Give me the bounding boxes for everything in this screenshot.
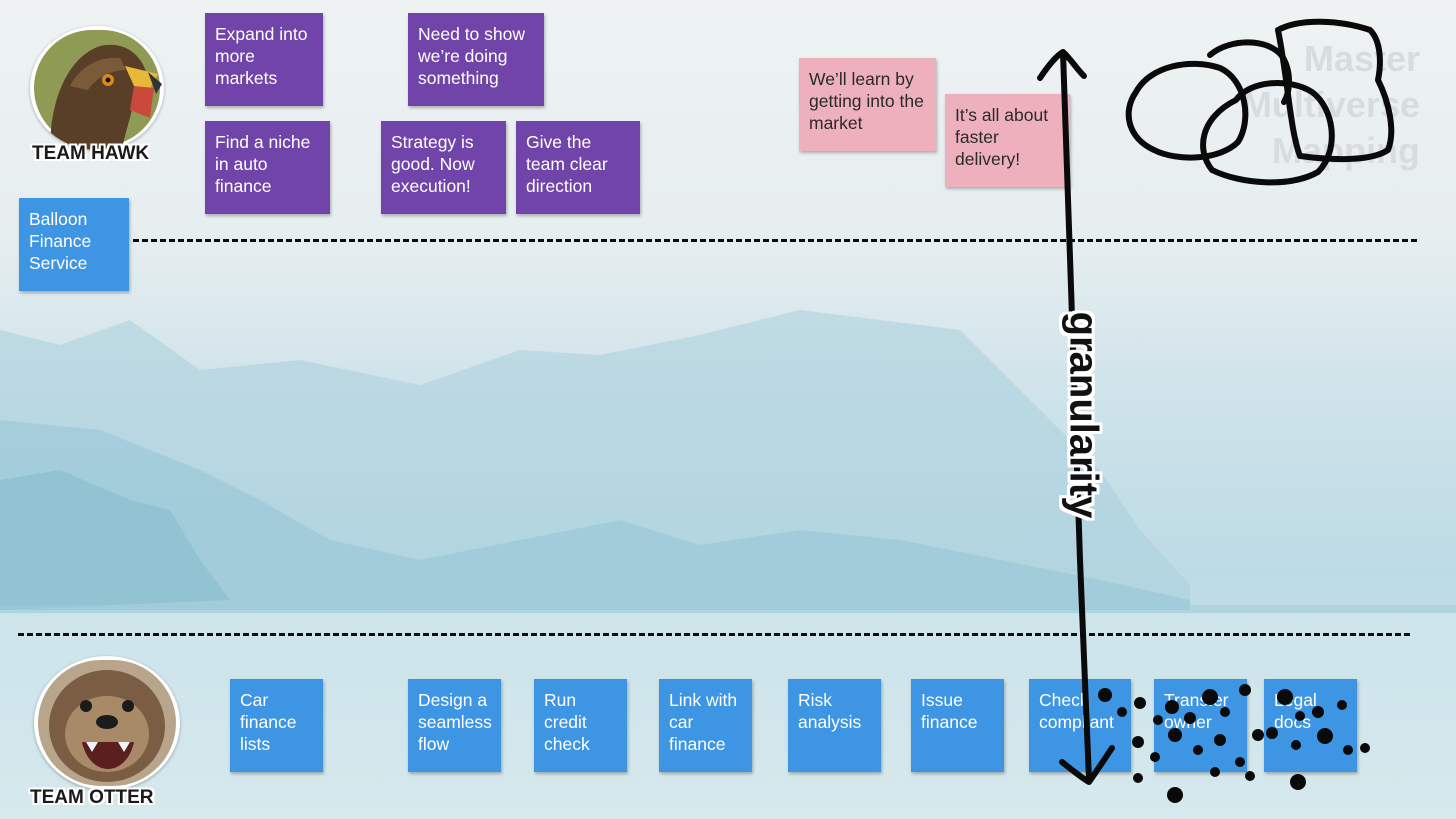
otter-icon <box>38 660 176 786</box>
hawk-note-clear-direction[interactable]: Give the team clear direction <box>516 121 640 214</box>
watermark-title: Master Multiverse Mapping <box>1242 36 1420 174</box>
otter-note-check-compliant[interactable]: Check compliant <box>1029 679 1131 772</box>
hawk-note-show-doing-something[interactable]: Need to show we’re doing something <box>408 13 544 106</box>
otter-note-link-car-finance[interactable]: Link with car finance <box>659 679 752 772</box>
otter-note-run-credit-check[interactable]: Run credit check <box>534 679 627 772</box>
note-balloon-finance-service[interactable]: Balloon Finance Service <box>19 198 129 291</box>
watermark-line-3: Mapping <box>1272 130 1420 171</box>
otter-note-car-finance-lists[interactable]: Car finance lists <box>230 679 323 772</box>
pink-note-faster-delivery[interactable]: It’s all about faster delivery! <box>945 94 1070 187</box>
upper-divider <box>133 239 1417 242</box>
lower-divider <box>18 633 1410 636</box>
watermark-line-1: Master <box>1303 38 1420 79</box>
otter-note-design-seamless-flow[interactable]: Design a seamless flow <box>408 679 501 772</box>
otter-avatar-icon[interactable] <box>34 656 180 790</box>
watermark-line-2: Multiverse <box>1241 84 1420 125</box>
granularity-label: granularity <box>1061 311 1106 519</box>
pink-note-learn-market[interactable]: We’ll learn by getting into the market <box>799 58 936 151</box>
hawk-note-expand-markets[interactable]: Expand into more markets <box>205 13 323 106</box>
hawk-icon <box>34 30 162 150</box>
team-otter-label: TEAM OTTER <box>30 787 154 808</box>
hawk-note-strategy-execution[interactable]: Strategy is good. Now execution! <box>381 121 506 214</box>
otter-note-legal-docs[interactable]: Legal docs <box>1264 679 1357 772</box>
hawk-note-niche-auto-finance[interactable]: Find a niche in auto finance <box>205 121 330 214</box>
otter-note-risk-analysis[interactable]: Risk analysis <box>788 679 881 772</box>
hawk-avatar-icon[interactable] <box>30 26 164 150</box>
otter-note-issue-finance[interactable]: Issue finance <box>911 679 1004 772</box>
team-hawk-label: TEAM HAWK <box>32 143 150 164</box>
otter-note-transfer-owner[interactable]: Transfer owner <box>1154 679 1247 772</box>
